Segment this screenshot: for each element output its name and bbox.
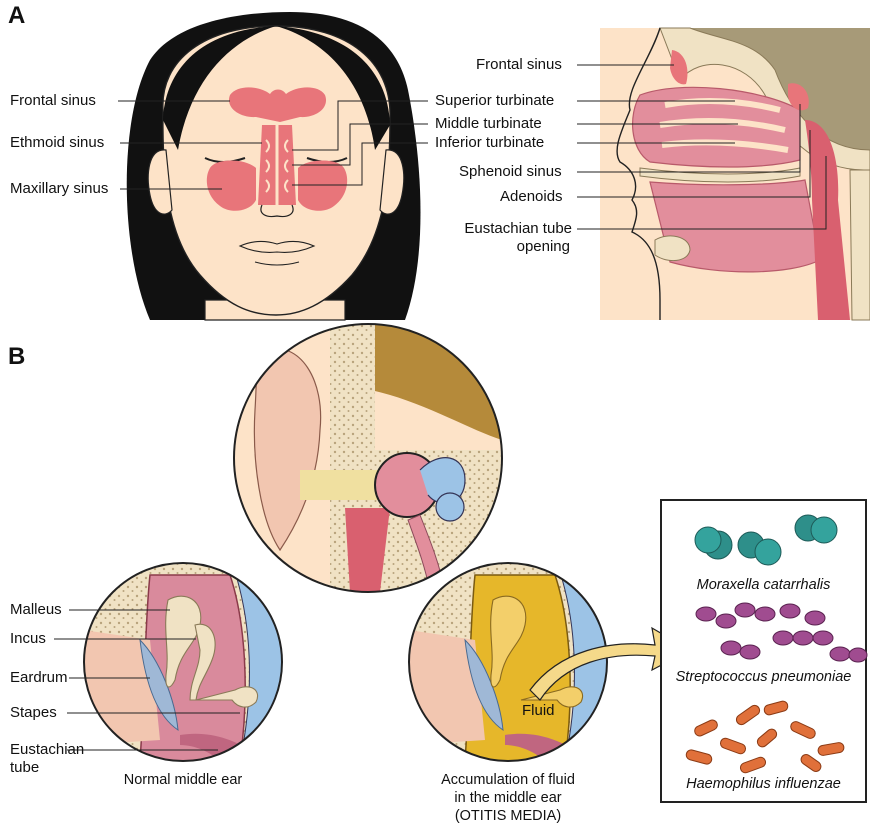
ear-overview-circle [234,324,502,592]
label-incus: Incus [10,630,46,648]
label-malleus: Malleus [10,601,62,619]
label-ethmoid-sinus: Ethmoid sinus [10,134,104,152]
label-streptococcus: Streptococcus pneumoniae [661,668,866,686]
eustachian-opening-line2: opening [452,238,572,256]
label-adenoids: Adenoids [500,188,563,206]
normal-middle-ear-circle [84,563,282,761]
label-fluid: Fluid [522,702,555,719]
front-face-illustration [127,12,421,320]
label-eustachian-tube-opening: Eustachian tube opening [452,220,572,256]
caption-otitis-line2: in the middle ear [418,789,598,807]
label-inferior-turbinate: Inferior turbinate [435,134,544,152]
label-eustachian-tube: Eustachian tube [10,741,84,777]
spine-bone [850,170,870,320]
label-frontal-sinus-face: Frontal sinus [10,92,96,110]
panel-label-b: B [8,343,25,371]
label-eardrum: Eardrum [10,669,68,687]
chin-bone [655,236,690,261]
eustachian-opening-line1: Eustachian tube [452,220,572,238]
label-maxillary-sinus: Maxillary sinus [10,180,108,198]
caption-otitis-media: Accumulation of fluid in the middle ear … [418,771,598,825]
caption-normal-middle-ear: Normal middle ear [113,771,253,789]
caption-otitis-line1: Accumulation of fluid [418,771,598,789]
label-stapes: Stapes [10,704,57,722]
panel-label-a: A [8,2,25,30]
label-middle-turbinate: Middle turbinate [435,115,542,133]
label-moraxella: Moraxella catarrhalis [661,576,866,594]
eustachian-tube-line1: Eustachian [10,741,84,759]
eustachian-tube-line2: tube [10,759,84,777]
side-head-illustration [600,28,870,320]
label-sphenoid-sinus: Sphenoid sinus [459,163,562,181]
label-frontal-sinus-side: Frontal sinus [476,56,562,74]
label-superior-turbinate: Superior turbinate [435,92,554,110]
label-haemophilus: Haemophilus influenzae [661,775,866,793]
caption-otitis-line3: (OTITIS MEDIA) [418,807,598,825]
